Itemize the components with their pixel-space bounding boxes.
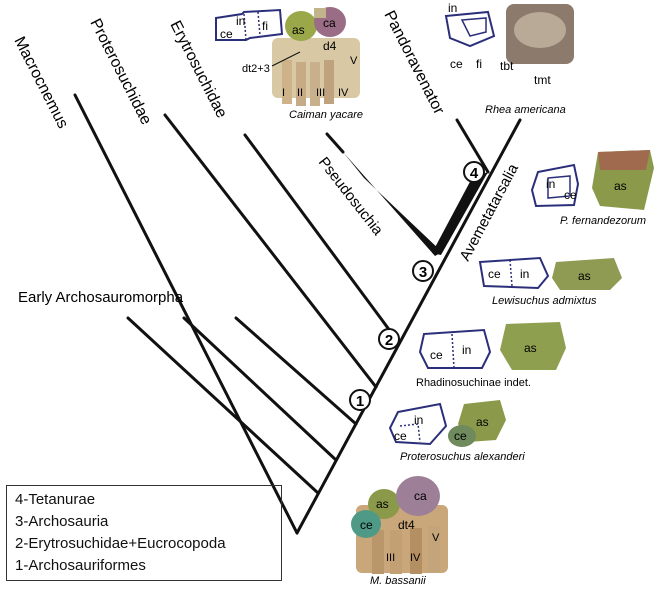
rhadino-photo	[500, 322, 566, 370]
rhadino-name: Rhadinosuchinae indet.	[416, 377, 531, 389]
bassanii-digit-IV: IV	[410, 552, 421, 564]
lewisuchus-in-label: in	[520, 267, 529, 281]
label-pandoravenator: Pandoravenator	[380, 8, 447, 118]
rhadino-ce-label: ce	[430, 348, 443, 362]
label-rhea: Rhea americana	[485, 104, 566, 116]
rhadino-specimen: ce in as Rhadinosuchinae indet.	[416, 322, 566, 389]
rhadino-as-label: as	[524, 341, 537, 355]
branch-early-3	[234, 316, 358, 426]
lewisuchus-outline	[478, 256, 550, 290]
bassanii-digit-III: III	[386, 552, 395, 564]
fernandezorum-in-label: in	[546, 177, 555, 191]
tree-branches	[73, 93, 522, 535]
caiman-as-label: as	[292, 23, 305, 37]
node-3-label: 3	[419, 264, 427, 281]
lewisuchus-ce-label: ce	[488, 267, 501, 281]
caiman-digit-IV: IV	[338, 87, 349, 99]
branch-erytrosuchidae	[243, 133, 401, 345]
proterosuchus-name: Proterosuchus alexanderi	[400, 451, 525, 463]
lewisuchus-specimen: ce in as Lewisuchus admixtus	[478, 256, 622, 307]
rhea-specimen: in ce fi tbt tmt	[444, 1, 574, 87]
caiman-digit-I: I	[282, 87, 285, 99]
bassanii-specimen: as ca ce dt4 III IV V M. bassanii	[351, 476, 448, 587]
caiman-in-label: in	[236, 14, 245, 28]
legend-item-4: 4-Tetanurae	[15, 491, 96, 508]
avemetatarsalia-wedge	[432, 172, 488, 255]
bassanii-centrale	[351, 510, 381, 538]
node-1-label: 1	[356, 393, 364, 410]
lewisuchus-as-label: as	[578, 269, 591, 283]
branch-proterosuchidae	[163, 113, 378, 389]
rhea-tbt-label: tbt	[500, 59, 514, 73]
bassanii-as-label: as	[376, 497, 389, 511]
lewisuchus-name: Lewisuchus admixtus	[492, 295, 597, 307]
bassanii-digit-V: V	[432, 532, 440, 544]
branch-early-2	[182, 316, 338, 462]
bassanii-astragalus	[368, 489, 400, 519]
caiman-d4-label: d4	[323, 39, 337, 53]
fernandezorum-specimen: in ce as P. fernandezorum	[530, 150, 654, 227]
label-caiman: Caiman yacare	[289, 109, 363, 121]
caiman-fi-label: fi	[262, 19, 268, 33]
proterosuchus-ce-label: ce	[394, 429, 407, 443]
branch-early-1	[126, 316, 320, 495]
lewisuchus-photo	[552, 258, 622, 290]
rhadino-in-label: in	[462, 343, 471, 357]
label-proterosuchidae: Proterosuchidae	[86, 16, 154, 128]
caiman-ca-label: ca	[323, 16, 336, 30]
proterosuchus-in-label: in	[414, 413, 423, 427]
legend-item-3: 3-Archosauria	[15, 513, 109, 530]
legend-item-1: 1-Archosauriformes	[15, 557, 146, 574]
proterosuchus-outline	[388, 402, 448, 446]
label-pseudosuchia: Pseudosuchia	[315, 154, 387, 239]
node-2-label: 2	[385, 332, 393, 349]
proterosuchus-as-label: as	[476, 415, 489, 429]
bassanii-dt4-label: dt4	[398, 518, 415, 532]
fernandezorum-name: P. fernandezorum	[560, 215, 646, 227]
fernandezorum-ce-label: ce	[564, 188, 577, 202]
legend-item-2: 2-Erytrosuchidae+Eucrocopoda	[15, 535, 226, 552]
label-macrocnemus: Macrocnemus	[10, 34, 71, 131]
fernandezorum-as-label: as	[614, 179, 627, 193]
branch-pandoravenator	[455, 118, 490, 174]
node-3: 3	[412, 260, 434, 282]
branch-pseudosuchia-top	[325, 132, 345, 154]
caiman-digit-II: II	[297, 87, 303, 99]
bassanii-calcaneum	[396, 476, 440, 516]
caiman-specimen: in fi ce as ca d4 dt2+3 I II III IV V	[215, 7, 360, 106]
proterosuchus-specimen: in ce as ce Proterosuchus alexanderi	[388, 400, 525, 463]
label-early-archosauromorpha: Early Archosauromorpha	[18, 289, 184, 306]
rhea-outline-drawing	[444, 10, 496, 48]
bassanii-ce-label: ce	[360, 518, 373, 532]
node-legend: 4-Tetanurae 3-Archosauria 2-Erytrosuchid…	[6, 485, 282, 581]
rhadino-outline	[418, 328, 492, 369]
node-4: 4	[463, 161, 485, 183]
rhea-tmt-label: tmt	[534, 73, 551, 87]
rhea-in-label: in	[448, 1, 457, 15]
bassanii-name: M. bassanii	[370, 575, 426, 587]
proterosuchus-ce-photo-label: ce	[454, 429, 467, 443]
proterosuchus-photo-ce	[448, 425, 476, 447]
node-2: 2	[378, 328, 400, 350]
pseudosuchia-wedge	[343, 152, 442, 256]
branch-macrocnemus	[73, 93, 299, 535]
node-1: 1	[349, 389, 371, 411]
node-4-label: 4	[470, 165, 479, 182]
caiman-ce-label: ce	[220, 27, 233, 41]
caiman-digit-III: III	[316, 87, 325, 99]
bassanii-ca-label: ca	[414, 489, 427, 503]
rhea-ce-label: ce	[450, 57, 463, 71]
rhea-fi-label: fi	[476, 57, 482, 71]
caiman-digit-V: V	[350, 55, 358, 67]
main-stem	[295, 118, 522, 535]
caiman-outline-drawing	[215, 8, 284, 41]
caiman-astragalus	[285, 11, 317, 41]
caiman-dt23-label: dt2+3	[242, 63, 270, 75]
